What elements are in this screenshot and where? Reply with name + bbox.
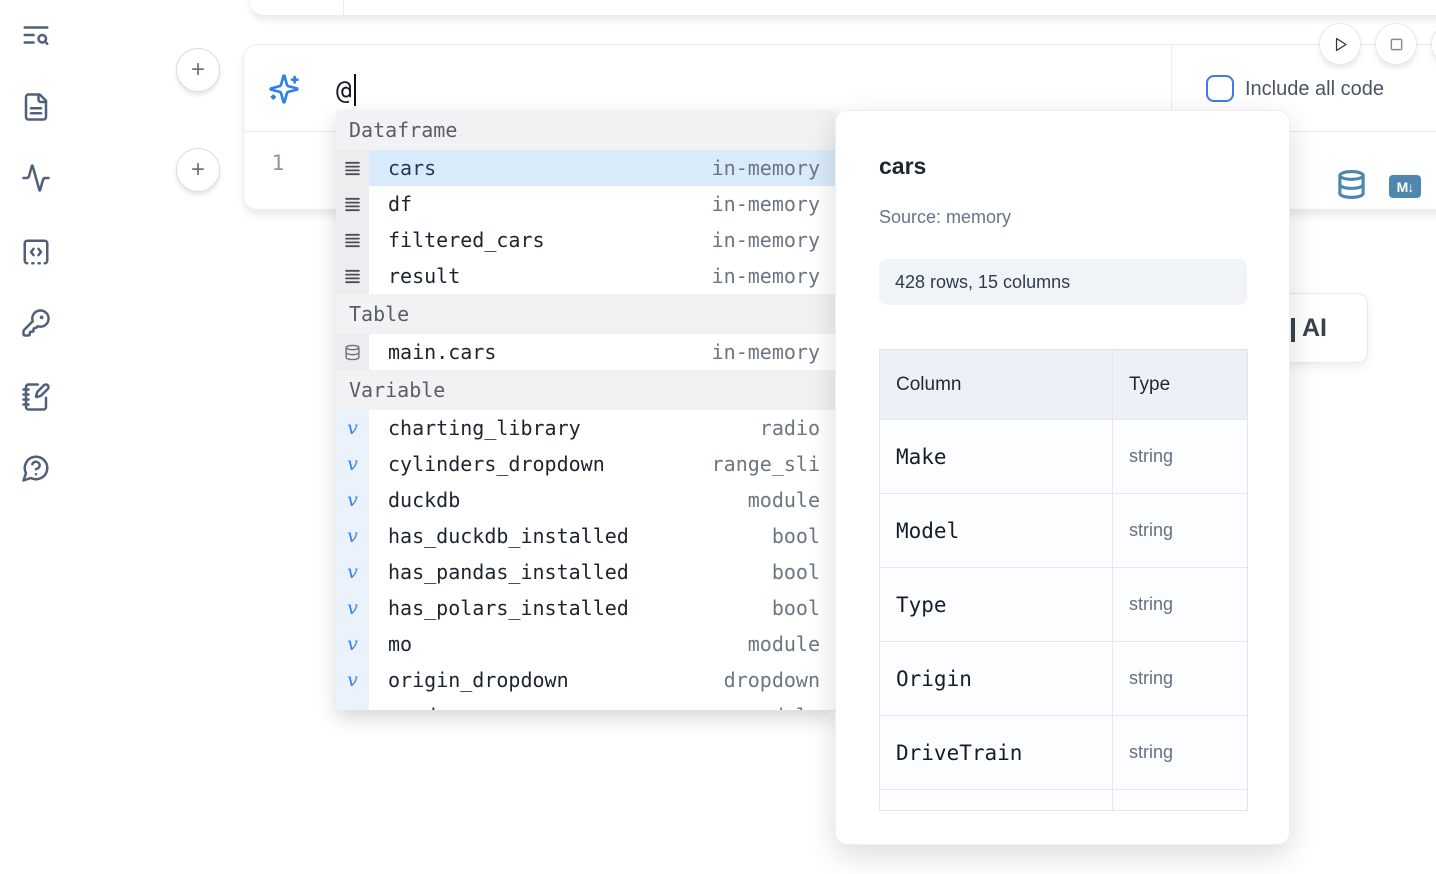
stop-cell-button[interactable] (1375, 23, 1417, 65)
previous-cell-gutter-divider (343, 0, 344, 15)
dataframe-icon (336, 150, 369, 186)
include-all-code-checkbox[interactable] (1206, 75, 1234, 102)
add-cell-above-button[interactable]: + (176, 48, 220, 92)
file-document-icon[interactable] (21, 92, 51, 122)
table-row: Origin string (880, 642, 1247, 716)
dataframe-icon (336, 222, 369, 258)
preview-title: cars (879, 153, 927, 179)
variable-icon: v (336, 518, 369, 554)
code-snippets-icon[interactable] (21, 237, 51, 267)
dataframe-icon (336, 186, 369, 222)
secrets-key-icon[interactable] (21, 308, 51, 338)
help-chat-icon[interactable] (21, 453, 51, 483)
scratchpad-notebook-icon[interactable] (21, 382, 51, 412)
variable-icon: v (336, 626, 369, 662)
variable-icon: v (336, 590, 369, 626)
ai-options-zone: Include all code (1171, 45, 1436, 132)
table-row: Model string (880, 494, 1247, 568)
preview-source: Source: memory (879, 207, 1012, 227)
schema-table-header: Column Type (880, 350, 1247, 420)
section-header-dataframe: Dataframe (336, 110, 835, 150)
schema-table: Column Type Make string Model string Typ… (879, 349, 1248, 811)
variable-icon: v (336, 410, 369, 446)
variable-icon: v (336, 698, 369, 710)
include-all-code-label: Include all code (1245, 78, 1384, 100)
autocomplete-item-partial[interactable]: v pandasmodule (336, 698, 835, 710)
markdown-icon[interactable]: M↓ (1389, 175, 1421, 198)
table-row: Type string (880, 568, 1247, 642)
left-sidebar (0, 0, 72, 874)
text-cursor (354, 74, 356, 106)
ai-prompt-input[interactable]: @ (336, 76, 352, 106)
database-cell-icon[interactable] (1336, 166, 1367, 203)
run-cell-button[interactable] (1319, 23, 1361, 65)
table-row: DriveTrain string (880, 716, 1247, 790)
column-header: Column (896, 373, 962, 395)
add-cell-below-button[interactable]: + (176, 148, 220, 192)
shape-badge: 428 rows, 15 columns (879, 259, 1247, 305)
stop-icon (1387, 35, 1406, 54)
variable-icon: v (336, 446, 369, 482)
table-row-partial (880, 790, 1247, 810)
activity-pulse-icon[interactable] (21, 163, 51, 193)
dataframe-icon (336, 258, 369, 294)
play-icon (1331, 35, 1350, 54)
sparkles-ai-icon (268, 73, 300, 105)
toc-search-icon[interactable] (21, 20, 51, 50)
variable-icon: v (336, 554, 369, 590)
line-number: 1 (271, 151, 285, 175)
table-row: Make string (880, 420, 1247, 494)
previous-cell-edge (250, 0, 1436, 16)
variable-icon: v (336, 482, 369, 518)
section-header-table: Table (336, 294, 835, 334)
dataframe-preview-panel: cars Source: memory 428 rows, 15 columns… (835, 110, 1290, 845)
clipped-letter (1291, 318, 1295, 342)
section-header-variable: Variable (336, 370, 835, 410)
table-database-icon (336, 334, 369, 370)
type-header: Type (1129, 373, 1171, 395)
variable-icon: v (336, 662, 369, 698)
